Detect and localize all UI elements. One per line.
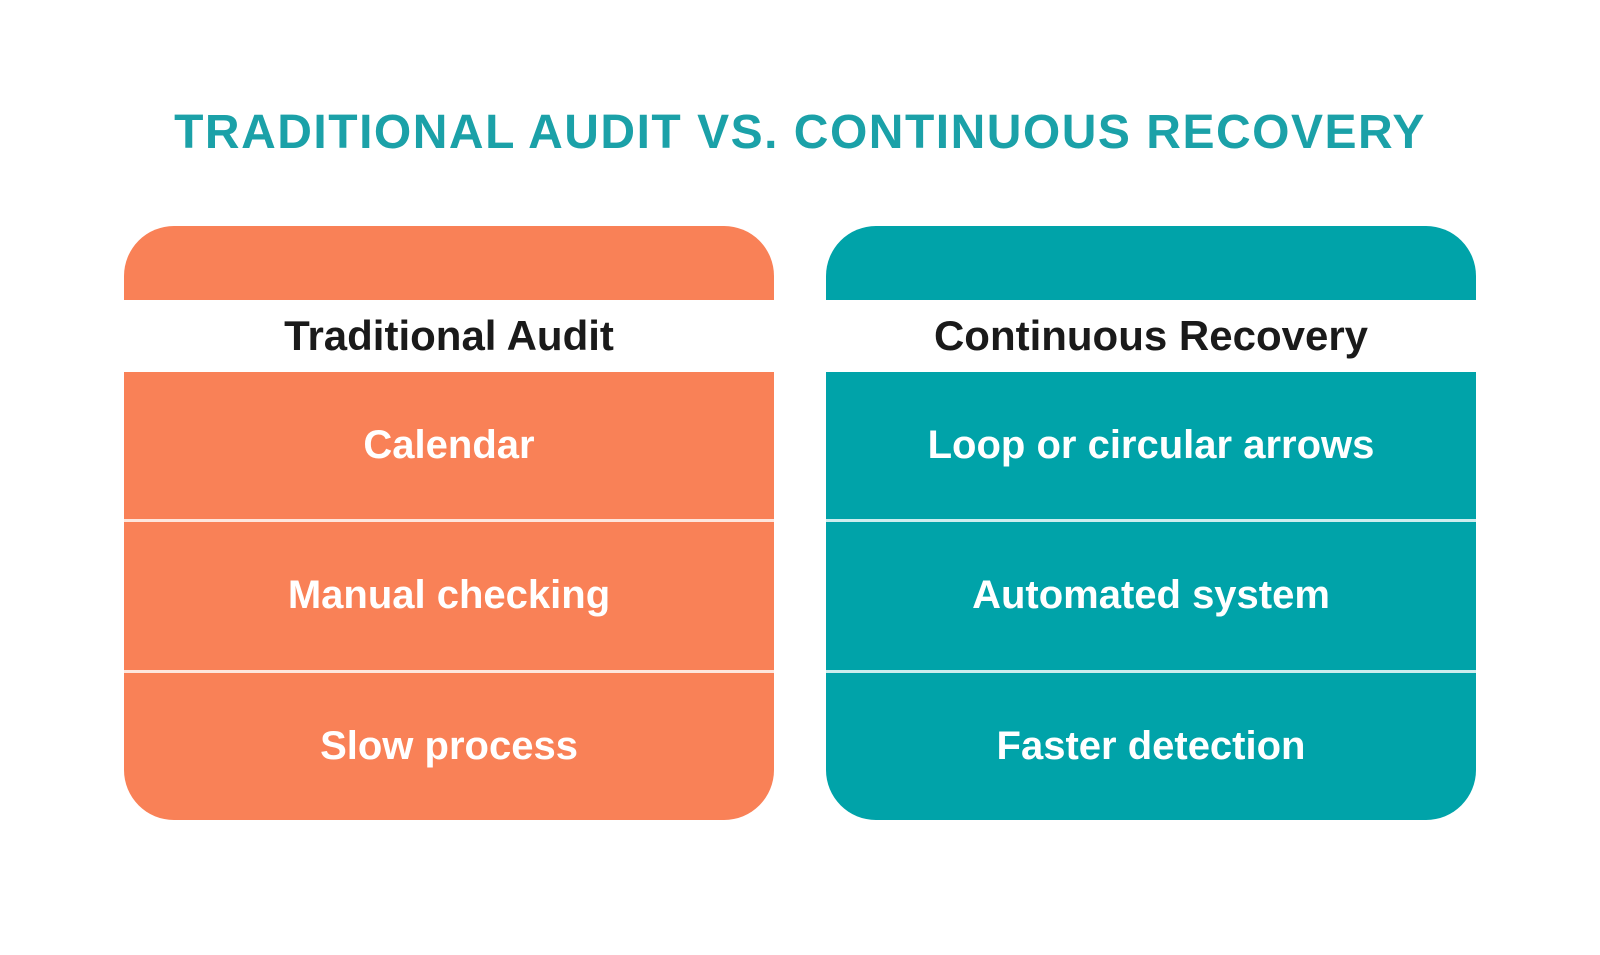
- feature-row: Slow process: [124, 669, 774, 820]
- comparison-columns: Traditional Audit Calendar Manual checki…: [0, 226, 1600, 820]
- traditional-audit-top-cap: [124, 226, 774, 300]
- feature-row: Faster detection: [826, 669, 1476, 820]
- feature-label-calendar: Calendar: [363, 423, 535, 468]
- feature-label-manual-checking: Manual checking: [287, 573, 611, 618]
- feature-row: Calendar: [124, 372, 774, 519]
- page-title: TRADITIONAL AUDIT VS. CONTINUOUS RECOVER…: [174, 106, 1426, 159]
- feature-label-slow-process: Slow process: [320, 723, 578, 768]
- feature-row: Loop or circular arrows: [826, 372, 1476, 519]
- continuous-recovery-body: Loop or circular arrows Automated system…: [826, 372, 1476, 820]
- traditional-audit-header-label: Traditional Audit: [284, 312, 614, 359]
- traditional-audit-header-band: Traditional Audit: [124, 300, 774, 372]
- continuous-recovery-header-label: Continuous Recovery: [933, 312, 1369, 359]
- feature-row: Manual checking: [124, 519, 774, 669]
- column-traditional-audit: Traditional Audit Calendar Manual checki…: [124, 226, 774, 820]
- feature-label-loop-arrows: Loop or circular arrows: [927, 423, 1375, 468]
- traditional-audit-body: Calendar Manual checking Slow process: [124, 372, 774, 820]
- column-continuous-recovery: Continuous Recovery Loop or circular arr…: [826, 226, 1476, 820]
- feature-label-faster-detection: Faster detection: [996, 723, 1306, 768]
- feature-row: Automated system: [826, 519, 1476, 669]
- continuous-recovery-top-cap: [826, 226, 1476, 300]
- continuous-recovery-header-band: Continuous Recovery: [826, 300, 1476, 372]
- feature-label-automated-system: Automated system: [972, 573, 1330, 618]
